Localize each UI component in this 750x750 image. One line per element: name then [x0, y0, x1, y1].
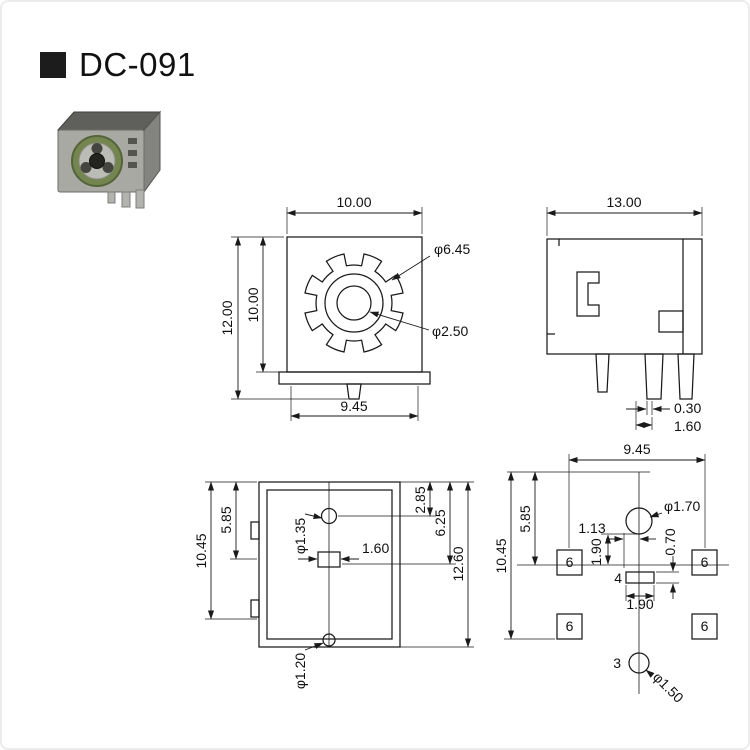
- dim-pin-pitch: 1.60: [674, 418, 701, 434]
- side-pin: [677, 353, 695, 400]
- petal-cutout: [91, 143, 103, 154]
- part-header: DC-091: [40, 46, 196, 84]
- dim-offset-y: 1.90: [588, 538, 604, 565]
- dim-pad-width: 1.90: [626, 596, 653, 612]
- top-body-outline: [258, 481, 401, 648]
- side-pin: [595, 353, 610, 393]
- top-inner-wall: [266, 489, 393, 640]
- main-hole: [625, 507, 653, 535]
- front-flange: [278, 371, 431, 385]
- label-hole-bottom: φ1.20: [292, 653, 308, 690]
- vent-slot: [128, 150, 137, 156]
- pad-square: [691, 613, 718, 640]
- front-view: 10.00 12.00 10.00 9.45 φ6.45 φ2.50: [219, 194, 471, 421]
- pcb-layout-view: 9.45 5.85 10.45 1.13 1.90 0.70 φ1.70 4 1…: [493, 441, 729, 706]
- dim-front-height-total: 12.00: [219, 300, 235, 335]
- side-notch: [658, 310, 684, 333]
- label-outer-diameter: φ6.45: [434, 241, 471, 257]
- center-pad: [625, 571, 655, 584]
- petal-cutout: [80, 162, 92, 173]
- label-inner-diameter: φ2.50: [432, 323, 469, 339]
- dim-front-width: 10.00: [336, 194, 371, 210]
- bottom-hole-number: 3: [613, 655, 621, 671]
- side-pin: [644, 353, 664, 400]
- castellated-ring: [304, 253, 404, 353]
- dim-pcb-left-inner: 5.85: [517, 505, 533, 532]
- pin-hole: [336, 285, 372, 321]
- dim-slot-width: 1.60: [362, 540, 389, 556]
- side-view: 13.00 0.30 1.60: [546, 194, 703, 434]
- side-body-outline: [546, 238, 703, 355]
- dim-pcb-width: 9.45: [623, 441, 650, 457]
- pin-number-label: 6: [566, 618, 574, 634]
- pin-number-label: 6: [701, 554, 709, 570]
- front-bottom-tab: [346, 383, 362, 400]
- part-number-title: DC-091: [79, 46, 196, 83]
- dim-top-left-outer: 10.45: [193, 533, 209, 568]
- spring-contact: [576, 271, 600, 317]
- dim-side-width: 13.00: [606, 194, 641, 210]
- pad-square: [691, 549, 718, 576]
- pin-number-label: 6: [701, 618, 709, 634]
- label-hole-top: φ1.35: [292, 518, 308, 555]
- dim-pad-height: 0.70: [662, 528, 678, 555]
- pin-number-label: 6: [566, 554, 574, 570]
- vent-slot: [128, 162, 137, 168]
- dim-top-left-inner: 5.85: [218, 506, 234, 533]
- dim-top-right-mid: 6.25: [432, 509, 448, 536]
- side-tab: [250, 599, 260, 618]
- dim-top-right-top: 2.85: [412, 486, 428, 513]
- bullet-square-icon: [40, 52, 66, 78]
- pad-square: [556, 613, 583, 640]
- vent-slot: [128, 138, 137, 144]
- label-center-hole: φ1.70: [664, 498, 701, 514]
- center-pad-number: 4: [614, 570, 622, 586]
- solder-pin: [107, 191, 116, 204]
- bottom-hole: [628, 652, 650, 674]
- center-pin-hole: [89, 153, 105, 169]
- dim-offset-x: 1.13: [578, 520, 605, 536]
- barrel-ring: [324, 273, 384, 333]
- front-body-outline: [286, 236, 423, 373]
- label-bottom-hole: φ1.50: [650, 669, 687, 706]
- petal-cutout: [102, 162, 114, 173]
- dim-pcb-left-outer: 10.45: [493, 538, 509, 573]
- solder-pin: [135, 189, 145, 209]
- side-tab: [250, 521, 260, 540]
- dim-front-height-body: 10.00: [245, 287, 261, 322]
- dim-front-width-bottom: 9.45: [340, 398, 367, 414]
- dim-top-right-total: 12.60: [450, 546, 466, 581]
- product-photo: [56, 110, 162, 209]
- solder-pin: [121, 191, 131, 208]
- dim-pin-thickness: 0.30: [674, 400, 701, 416]
- pad-square: [556, 549, 583, 576]
- top-view: 5.85 10.45 φ1.35 1.60 2.85 6.25 12.60 φ1…: [193, 481, 474, 690]
